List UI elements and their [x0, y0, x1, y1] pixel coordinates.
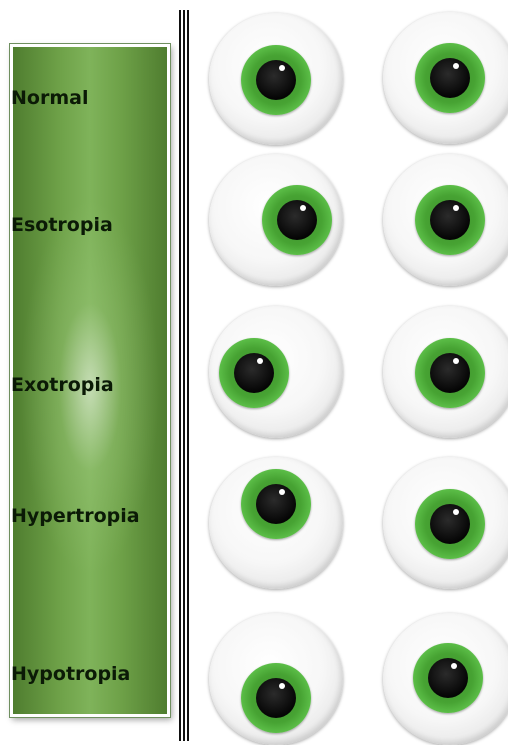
pupil [256, 60, 296, 100]
glint [279, 489, 285, 495]
left-eye-hypertropia [209, 457, 343, 589]
right-eye-normal [383, 12, 508, 144]
left-eye-exotropia [209, 306, 343, 438]
right-eye-hypertropia [383, 457, 508, 589]
iris [241, 469, 311, 539]
right-eye-hypotropia [383, 613, 508, 745]
right-eye-esotropia [383, 154, 508, 286]
glint [453, 63, 459, 69]
pupil [277, 200, 317, 240]
iris [262, 185, 332, 255]
pupil [234, 353, 274, 393]
pupil [430, 353, 470, 393]
iris [415, 185, 485, 255]
glint [453, 205, 459, 211]
label-hypertropia: Hypertropia [11, 505, 140, 527]
iris [415, 43, 485, 113]
iris [219, 338, 289, 408]
pupil [256, 678, 296, 718]
pupil [428, 658, 468, 698]
label-hypotropia: Hypotropia [11, 663, 130, 685]
left-eye-esotropia [209, 154, 343, 286]
right-eye-exotropia [383, 306, 508, 438]
label-esotropia: Esotropia [11, 214, 113, 236]
glint [453, 509, 459, 515]
label-normal: Normal [11, 87, 88, 109]
divider-line [179, 10, 181, 741]
left-eye-hypotropia [209, 613, 343, 745]
iris [415, 338, 485, 408]
left-eye-normal [209, 13, 343, 145]
glint [453, 358, 459, 364]
pupil [430, 200, 470, 240]
pupil [430, 504, 470, 544]
glint [451, 663, 457, 669]
divider-line [183, 10, 185, 741]
glint [257, 358, 263, 364]
pupil [430, 58, 470, 98]
iris [415, 489, 485, 559]
iris [241, 663, 311, 733]
iris [241, 45, 311, 115]
divider-line [187, 10, 189, 741]
glint [279, 683, 285, 689]
glint [279, 65, 285, 71]
glint [300, 205, 306, 211]
pupil [256, 484, 296, 524]
label-exotropia: Exotropia [11, 374, 114, 396]
iris [413, 643, 483, 713]
